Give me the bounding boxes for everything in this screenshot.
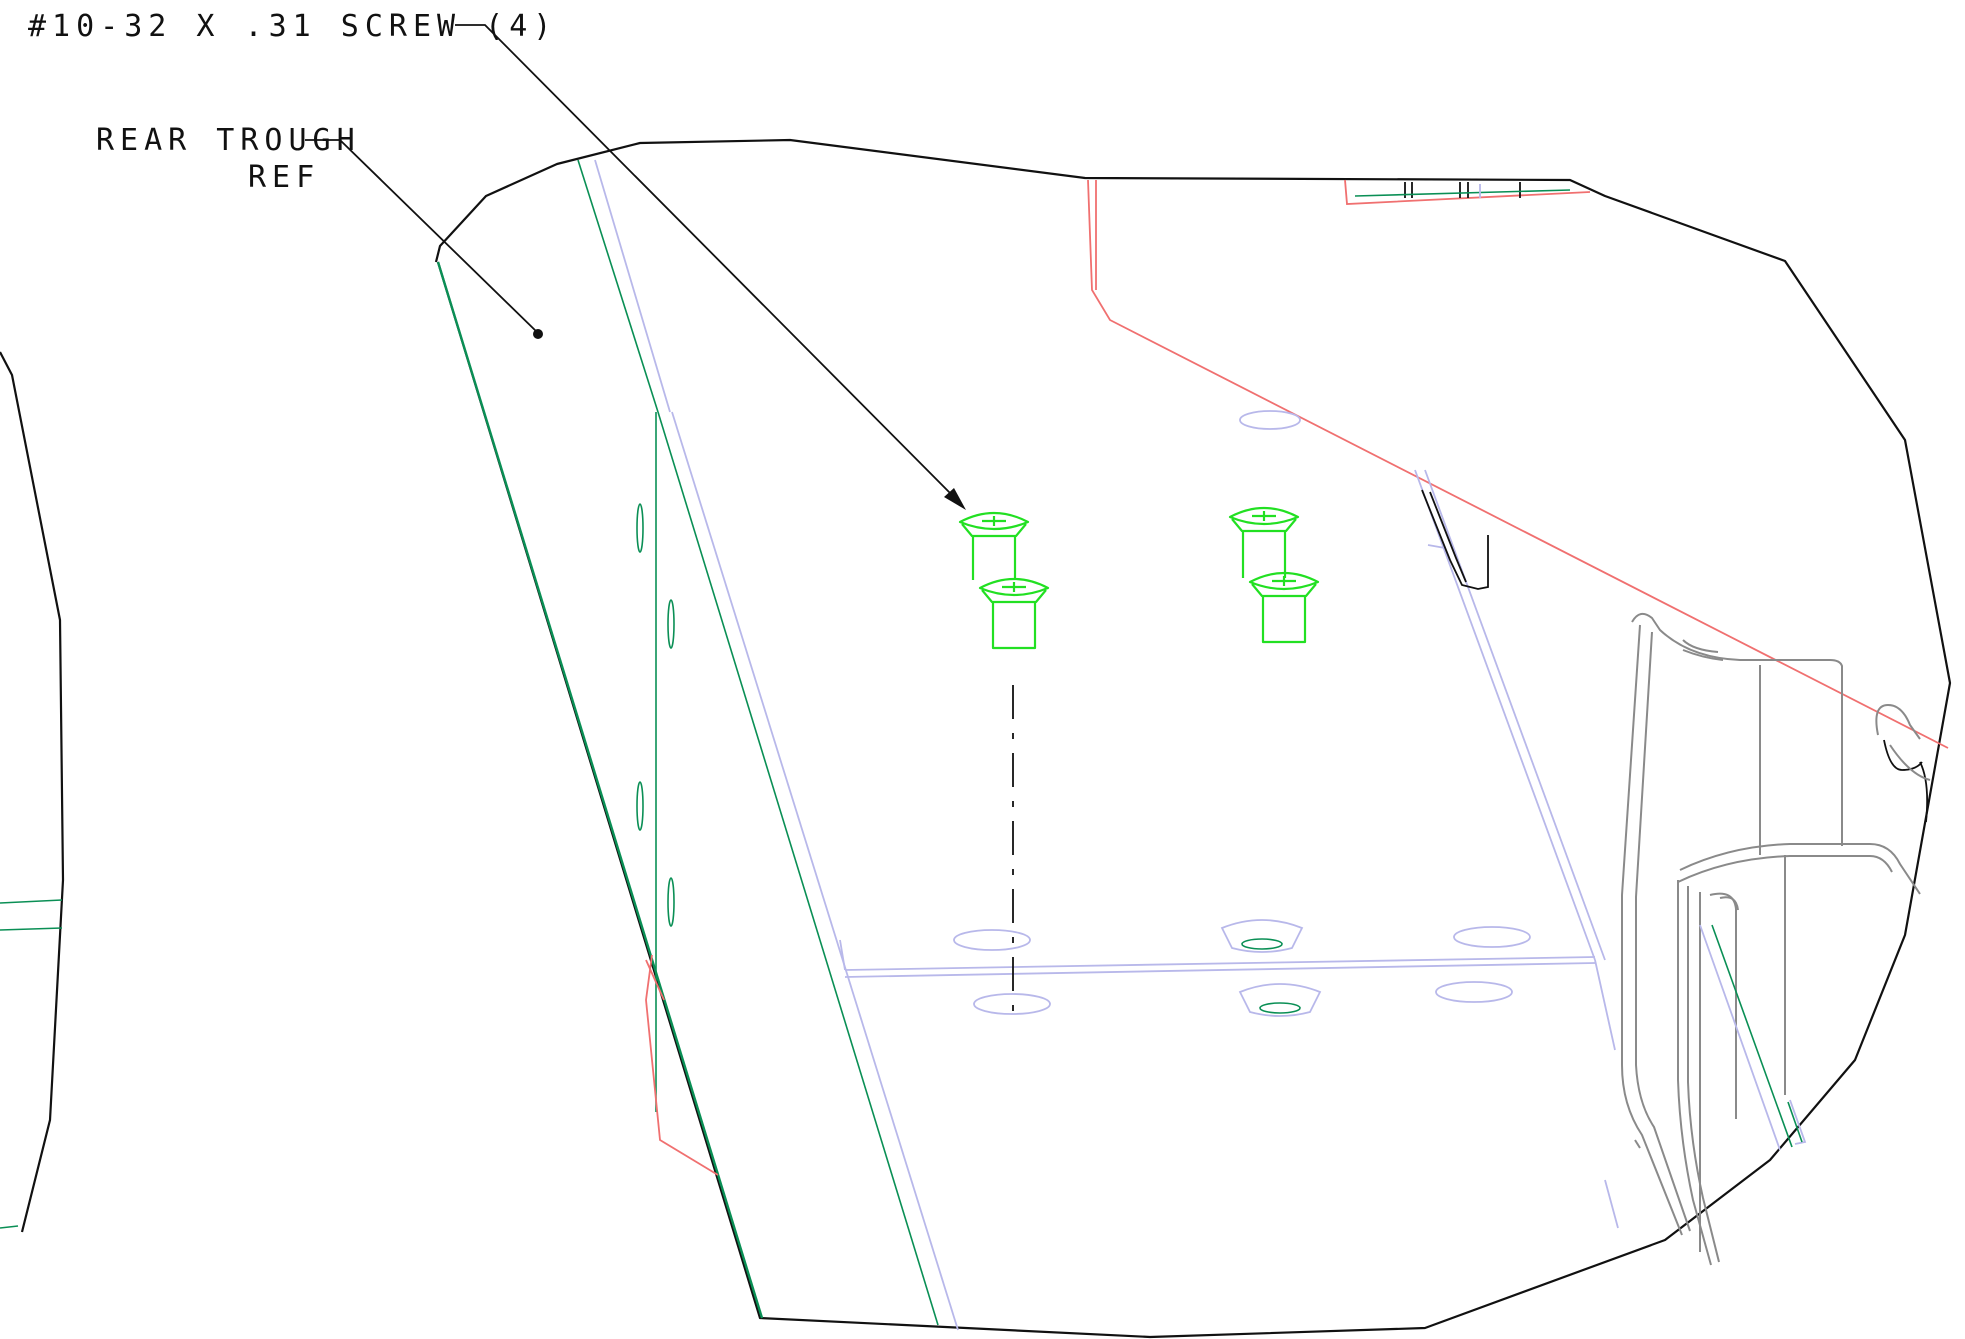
rear-trough-panel [436, 159, 939, 1326]
screw-1 [958, 512, 1030, 580]
top-bracket-detail [1354, 182, 1571, 198]
screw-leader [455, 24, 966, 510]
rear-trough-callout-line2: REF [248, 160, 320, 195]
tray-hidden-lines [594, 159, 1619, 1331]
screw-3 [1228, 507, 1300, 578]
section-cut-lines [645, 179, 1949, 1176]
detail-boundary-outline [434, 138, 1952, 1339]
rear-trough-leader [305, 139, 543, 339]
clip-bracket [1421, 489, 1929, 823]
screw-4 [1248, 572, 1320, 644]
left-adjacent-part [0, 351, 65, 1233]
right-formed-part [1621, 612, 1931, 1266]
screw-2 [978, 578, 1050, 650]
screw-callout-label: #10-32 X .31 SCREW (4) [28, 9, 557, 44]
